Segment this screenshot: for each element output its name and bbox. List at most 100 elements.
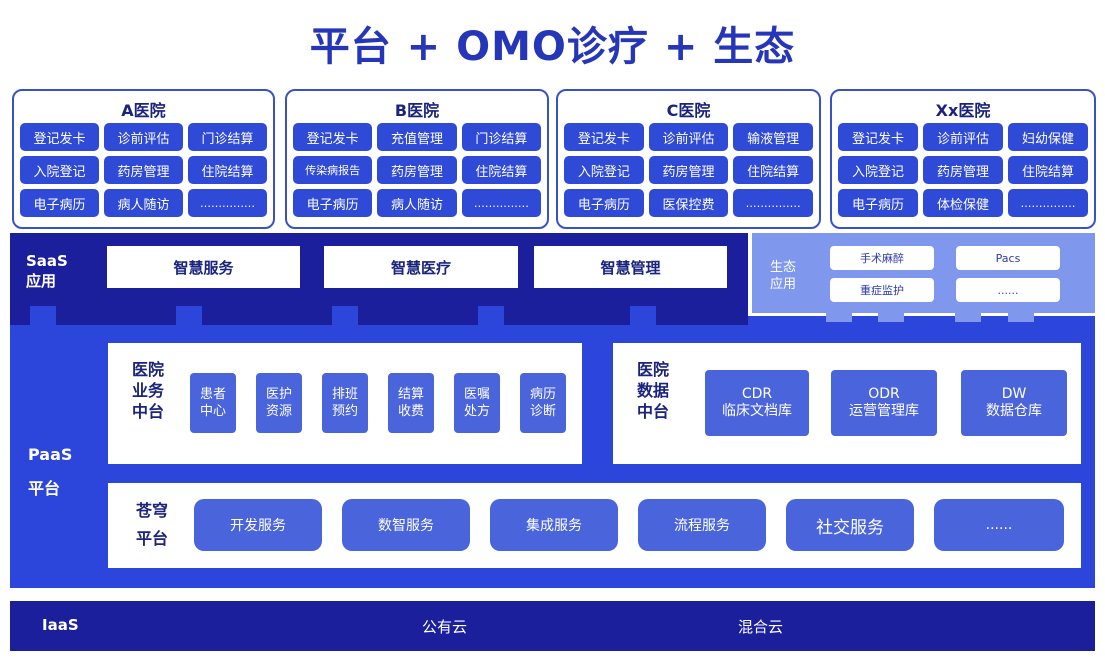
hospital-b-card: B医院 登记发卡 充值管理 门诊结算 传染病报告 药房管理 住院结算 电子病历 … (285, 89, 549, 229)
hospital-module: 登记发卡 (564, 123, 644, 151)
module-line1: 排班 (331, 387, 358, 402)
cangqiong-service: 社交服务 (786, 499, 914, 551)
connector-tab (826, 311, 852, 322)
hospital-module: …………… (188, 189, 267, 217)
business-module: 医护资源 (256, 373, 302, 433)
hospital-module: …………… (1008, 189, 1088, 217)
business-center-label: 医院 业务 中台 (132, 359, 164, 422)
module-line2: 数据仓库 (986, 403, 1042, 419)
hospital-name: C医院 (666, 101, 711, 120)
hospital-c-card: C医院 登记发卡 诊前评估 输液管理 入院登记 药房管理 住院结算 电子病历 医… (556, 89, 821, 229)
hospital-module: 药房管理 (104, 156, 183, 184)
saas-service: 智慧医疗 (324, 246, 518, 288)
cangqiong-panel: 苍穹 平台 开发服务 数智服务 集成服务 流程服务 社交服务 ...... (108, 483, 1081, 568)
hospital-module: 医保控费 (648, 189, 729, 217)
business-module: 病历诊断 (520, 373, 566, 433)
module-line2: 中心 (199, 404, 226, 419)
business-label-line2: 业务 (132, 381, 165, 400)
business-module: 排班预约 (322, 373, 368, 433)
business-center-panel: 医院 业务 中台 患者中心 医护资源 排班预约 结算收费 医嘱处方 病历诊断 (108, 343, 582, 464)
connector-tab (878, 311, 904, 322)
module-line1: 病历 (529, 387, 556, 402)
saas-service: 智慧服务 (107, 246, 300, 288)
eco-app: 手术麻醉 (830, 246, 934, 270)
saas-layer: SaaS 应用 智慧服务 智慧医疗 智慧管理 (10, 233, 748, 325)
data-label-line2: 数据 (637, 381, 670, 400)
module-line1: 医嘱 (463, 387, 490, 402)
iaas-label: IaaS (42, 616, 79, 634)
hospital-module: 妇幼保健 (1008, 123, 1088, 151)
connector-tab (478, 306, 504, 325)
hospital-module: 电子病历 (20, 189, 99, 217)
cangqiong-service: 开发服务 (194, 499, 322, 551)
module-line1: 结算 (397, 387, 424, 402)
hospital-module: 诊前评估 (648, 123, 729, 151)
hospital-module: 住院结算 (733, 156, 813, 184)
hospital-module: 病人随访 (104, 189, 183, 217)
hospital-module: 门诊结算 (188, 123, 267, 151)
hospital-module: 入院登记 (838, 156, 918, 184)
eco-label: 生态 应用 (770, 259, 796, 293)
hospital-module: 输液管理 (733, 123, 813, 151)
saas-label-line1: SaaS (26, 252, 68, 270)
connector-tab (30, 306, 56, 325)
hospital-xx-card: Xx医院 登记发卡 诊前评估 妇幼保健 入院登记 药房管理 住院结算 电子病历 … (830, 89, 1096, 229)
module-line1: ODR (868, 386, 900, 402)
module-line2: 处方 (463, 404, 490, 419)
hospital-module: …………… (461, 189, 541, 217)
data-center-label: 医院 数据 中台 (637, 359, 669, 422)
business-module: 结算收费 (388, 373, 434, 433)
business-module: 医嘱处方 (454, 373, 500, 433)
cangqiong-service: 流程服务 (638, 499, 766, 551)
hospital-module: 诊前评估 (923, 123, 1003, 151)
iaas-layer: IaaS 公有云 混合云 (10, 601, 1095, 651)
business-label-line1: 医院 (132, 360, 165, 379)
hospital-module: 登记发卡 (838, 123, 918, 151)
module-line2: 预约 (331, 404, 358, 419)
connector-tab (955, 311, 981, 322)
hospital-name: A医院 (121, 101, 166, 120)
connector-tab (1008, 311, 1034, 322)
cangqiong-label-line2: 平台 (136, 529, 169, 548)
hospital-module: 住院结算 (1008, 156, 1088, 184)
hospital-name: Xx医院 (935, 101, 991, 120)
hospital-a-card: A医院 登记发卡 诊前评估 门诊结算 入院登记 药房管理 住院结算 电子病历 病… (12, 89, 275, 229)
paas-label-line1: PaaS (28, 445, 73, 464)
hospital-module: 入院登记 (564, 156, 644, 184)
module-line2: 诊断 (529, 404, 556, 419)
business-label-line3: 中台 (132, 402, 165, 421)
module-line1: 患者 (199, 387, 226, 402)
hospital-module: 电子病历 (293, 189, 373, 217)
cangqiong-label-line1: 苍穹 (136, 501, 169, 520)
connector-tab (630, 306, 656, 325)
paas-label-line2: 平台 (28, 479, 61, 498)
hybrid-cloud-label: 混合云 (738, 618, 784, 636)
hospital-module: 入院登记 (20, 156, 99, 184)
eco-label-line1: 生态 (770, 260, 797, 275)
module-line1: CDR (741, 386, 773, 402)
public-cloud-label: 公有云 (422, 618, 468, 636)
eco-layer: 生态 应用 手术麻醉 Pacs 重症监护 ...... (752, 233, 1095, 313)
hospital-module: 药房管理 (923, 156, 1003, 184)
eco-app: ...... (956, 278, 1060, 302)
hospital-module: 住院结算 (188, 156, 267, 184)
eco-label-line2: 应用 (770, 277, 797, 292)
hospital-module: …………… (733, 189, 813, 217)
hospital-module: 电子病历 (564, 189, 644, 217)
module-line1: DW (1001, 386, 1027, 402)
module-line2: 资源 (265, 404, 292, 419)
hospital-module: 传染病报告 (293, 156, 373, 184)
hospital-name: B医院 (394, 101, 440, 120)
business-module: 患者中心 (190, 373, 236, 433)
data-label-line1: 医院 (637, 360, 670, 379)
connector-tab (176, 306, 202, 325)
module-line1: 医护 (265, 387, 292, 402)
hospital-module: 药房管理 (648, 156, 729, 184)
hospital-module: 登记发卡 (293, 123, 373, 151)
cangqiong-service: 集成服务 (490, 499, 618, 551)
cangqiong-service: ...... (934, 499, 1064, 551)
